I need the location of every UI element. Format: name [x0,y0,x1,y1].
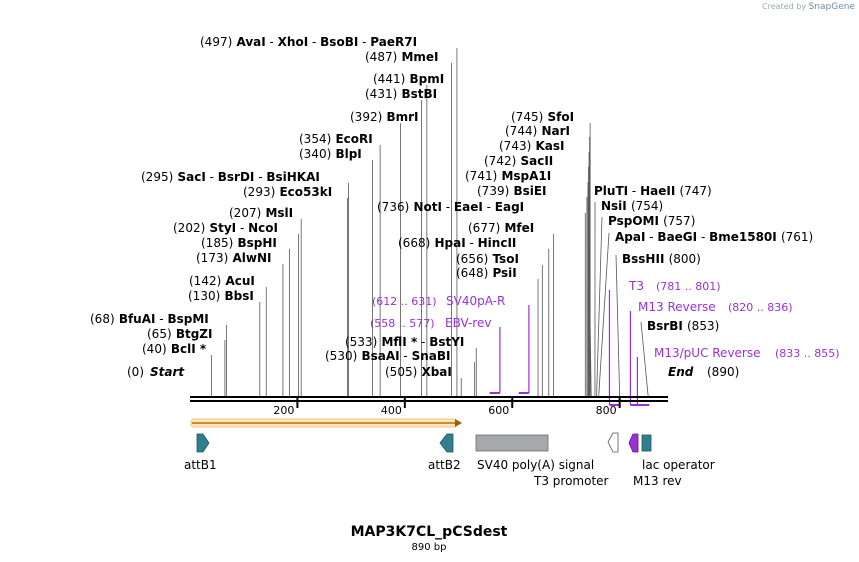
orf-arrow [190,418,462,428]
site-label[interactable]: (677) MfeI [468,221,534,235]
credit-prefix: Created by [762,2,807,11]
site-label[interactable]: (40) BclI * [142,342,207,356]
site-line [615,254,621,397]
ruler-tick-label: 400 [381,404,402,417]
primer-name: EBV-rev [445,316,491,330]
site-label[interactable]: BssHII (800) [622,252,701,266]
site-label[interactable]: (743) KasI [499,139,564,153]
site-labels: (497) AvaI - XhoI - BsoBI - PaeR7I(487) … [90,35,813,379]
feature-label-t3-promoter: T3 promoter [533,474,609,488]
site-label[interactable]: PspOMI (757) [608,214,695,228]
site-label[interactable]: (656) TsoI [456,252,519,266]
site-label[interactable]: (431) BstBI [365,87,437,101]
site-line [596,216,603,397]
site-label[interactable]: (505) XbaI [385,365,452,379]
site-label[interactable]: (340) BlpI [299,147,362,161]
ruler-tick-label: 600 [488,404,509,417]
feature-label-m13-rev: M13 rev [633,474,682,488]
site-label[interactable]: (487) MmeI [365,50,439,64]
site-label[interactable]: NsiI (754) [601,199,663,213]
site-label[interactable]: (142) AcuI [189,274,255,288]
map-size: 890 bp [412,542,447,553]
start-label: Start [150,365,185,379]
credit-brand: SnapGene [808,2,855,12]
site-label[interactable]: (185) BspHI [201,236,277,250]
primer-name: SV40pA-R [446,294,505,308]
feature-label-sv40: SV40 poly(A) signal [477,458,594,472]
primer-range: (612 .. 631) [372,295,437,308]
primer-ebv-rev[interactable]: (558 .. 577) EBV-rev [370,316,501,394]
site-label[interactable]: BsrBI (853) [647,319,719,333]
site-label[interactable]: (173) AlwNI [196,251,271,265]
feature-t3-promoter[interactable]: T3 promoter [533,432,619,488]
site-line [598,232,610,397]
site-line [587,186,592,397]
lac-operator-box-icon [641,434,652,452]
site-label[interactable]: (441) BpmI [373,72,444,86]
primer-range: (781 .. 801) [656,280,721,293]
site-label[interactable]: (739) BsiEI [477,184,547,198]
primer-range: (558 .. 577) [370,317,435,330]
site-label[interactable]: (65) BtgZI [147,327,212,341]
site-label[interactable]: (741) MspA1I [465,169,551,183]
site-label[interactable]: (668) HpaI - HincII [398,236,516,250]
site-line [640,321,649,397]
map-title: MAP3K7CL_pCSdest [351,524,508,540]
m13-rev-arrow-icon [628,433,639,453]
start-pos: (0) [127,365,144,379]
site-label[interactable]: (742) SacII [484,154,553,168]
primer-t3[interactable]: (781 .. 801) T3 [608,279,721,406]
site-label[interactable]: (295) SacI - BsrDI - BsiHKAI [141,170,320,184]
site-label[interactable]: (530) BsaAI - SnaBI [325,349,450,363]
ruler-tick-label: 800 [596,404,617,417]
end-label: End [668,365,694,379]
ruler-tick-label: 200 [273,404,294,417]
feature-lac-operator[interactable]: lac operator [641,434,715,472]
primer-m13-reverse[interactable]: (820 .. 836) M13 Reverse [629,300,793,406]
site-label[interactable]: (744) NarI [505,124,570,138]
primer-range: (833 .. 855) [775,347,840,360]
feature-attb2[interactable]: attB2 [428,433,461,472]
attb2-arrow-icon [439,433,454,453]
attb1-arrow-icon [196,433,210,453]
ruler-ticks: 200 400 600 800 [273,397,621,417]
site-label[interactable]: (736) NotI - EaeI - EagI [377,200,524,214]
snapgene-credit: Created by SnapGene [762,2,855,12]
feature-label-attb1: attB1 [184,458,217,472]
t3-promoter-arrow-icon [607,432,619,453]
feature-label-lac-operator: lac operator [642,458,715,472]
primer-layer: (612 .. 631)SV40pA-R(558 .. 577)EBV-rev(… [370,279,840,406]
site-lines [211,48,649,397]
end-pos: (890) [707,365,739,379]
feature-sv40-polya[interactable]: SV40 poly(A) signal [475,434,594,472]
site-label[interactable]: (354) EcoRI [299,132,373,146]
site-label[interactable]: (202) StyI - NcoI [173,221,278,235]
feature-label-attb2: attB2 [428,458,461,472]
primer-m13-puc-reverse[interactable]: (833 .. 855) M13/pUC Reverse [636,346,840,406]
primer-sv40pa-r[interactable]: (612 .. 631) SV40pA-R [372,294,530,394]
site-label[interactable]: (130) BbsI [188,289,254,303]
site-label[interactable]: PluTI - HaeII (747) [594,184,712,198]
primer-name: M13/pUC Reverse [654,346,761,360]
site-label[interactable]: (745) SfoI [511,110,574,124]
feature-attb1[interactable]: attB1 [184,433,217,472]
site-label[interactable]: (207) MslI [229,206,293,220]
site-label[interactable]: (392) BmrI [350,110,419,124]
primer-range: (820 .. 836) [728,301,793,314]
sv40-box-icon [475,434,549,452]
site-label[interactable]: (497) AvaI - XhoI - BsoBI - PaeR7I [200,35,417,49]
site-label[interactable]: (293) Eco53kI [243,185,332,199]
primer-name: T3 [628,279,644,293]
site-label[interactable]: (648) PsiI [456,266,517,280]
site-label[interactable]: ApaI - BaeGI - Bme1580I (761) [615,230,813,244]
site-label[interactable]: (533) MflI * - BstYI [345,335,464,349]
site-label[interactable]: (68) BfuAI - BspMI [90,312,209,326]
primer-name: M13 Reverse [638,300,716,314]
feature-m13-rev[interactable]: M13 rev [628,433,682,488]
